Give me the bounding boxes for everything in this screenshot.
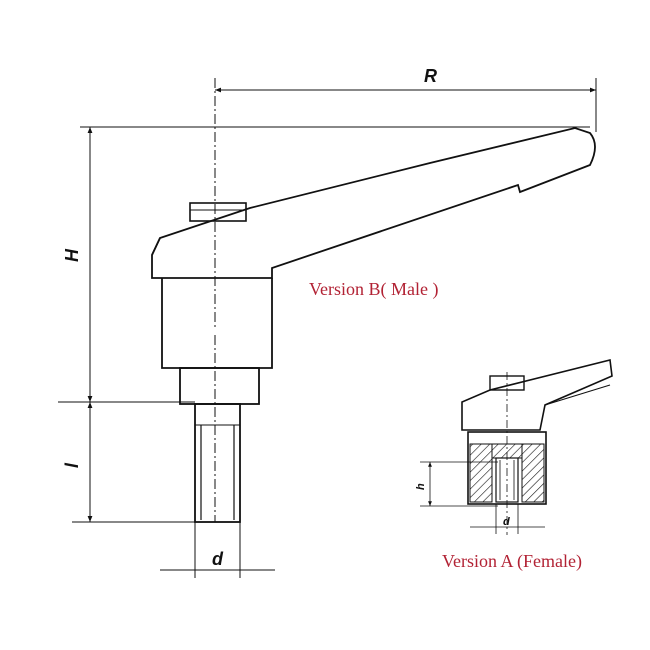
label-r: R	[424, 66, 437, 86]
lever-arm	[151, 127, 596, 279]
caption-version-a: Version A (Female)	[442, 551, 582, 572]
label-h-small: h	[415, 483, 427, 490]
female-lever	[461, 359, 613, 431]
collar	[179, 367, 260, 405]
female-handle-detail	[420, 359, 613, 535]
label-d: d	[212, 549, 224, 569]
threaded-stud	[194, 403, 241, 523]
dimension-lines	[58, 78, 597, 578]
hub	[161, 278, 273, 369]
caption-version-b: Version B( Male )	[309, 279, 438, 300]
screw-head	[189, 202, 247, 222]
label-d-small: d	[503, 516, 510, 528]
label-l: l	[62, 462, 82, 468]
male-handle	[151, 78, 596, 523]
label-h: H	[62, 248, 82, 262]
